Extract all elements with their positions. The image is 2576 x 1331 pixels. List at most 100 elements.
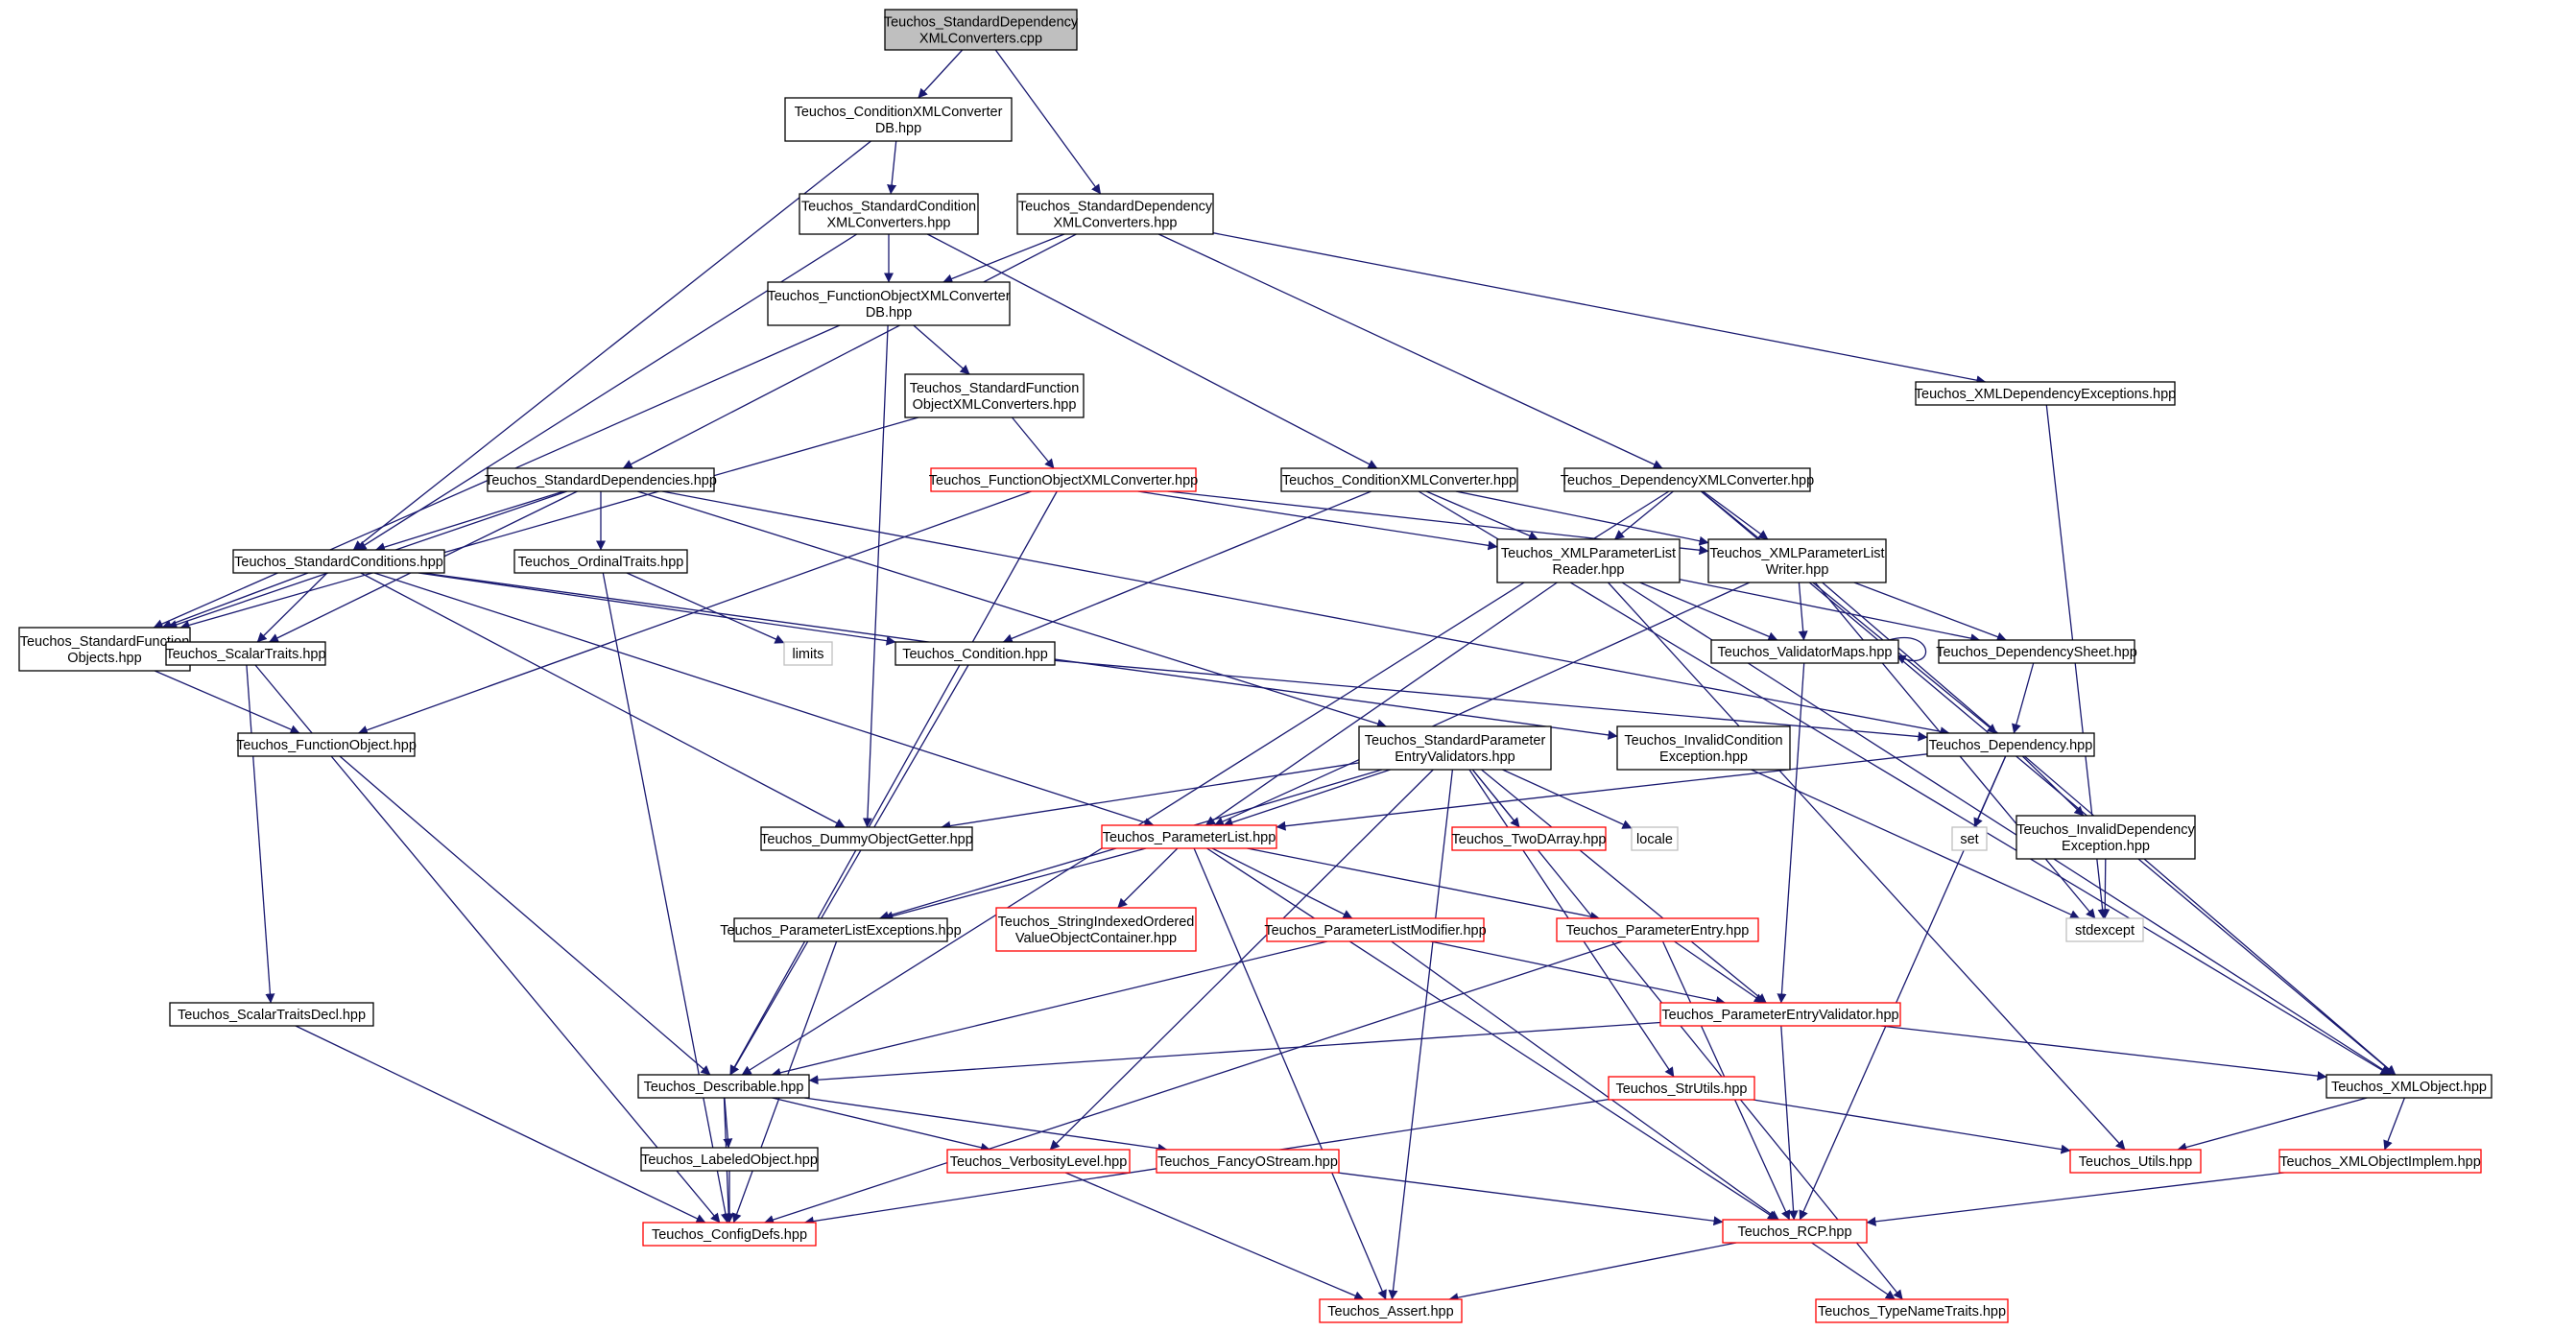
node-stddepxmlconv[interactable]: Teuchos_StandardDependencyXMLConverters.… (1016, 193, 1214, 235)
node-label: XMLConverters.hpp (1054, 216, 1178, 231)
node-box (637, 1074, 810, 1099)
node-paramentryval[interactable]: Teuchos_ParameterEntryValidator.hpp (1659, 1002, 1901, 1027)
node-box (2326, 1074, 2493, 1099)
node-scalartraitsdecl[interactable]: Teuchos_ScalarTraitsDecl.hpp (169, 1002, 374, 1027)
node-paramlist[interactable]: Teuchos_ParameterList.hpp (1101, 824, 1277, 849)
node-box (237, 732, 416, 757)
node-dummyobjgetter[interactable]: Teuchos_DummyObjectGetter.hpp (760, 826, 973, 851)
node-strutils[interactable]: Teuchos_StrUtils.hpp (1608, 1076, 1755, 1101)
node-label: Teuchos_XMLParameterList (1501, 546, 1676, 561)
node-fancyostream[interactable]: Teuchos_FancyOStream.hpp (1156, 1149, 1340, 1174)
node-stddeps[interactable]: Teuchos_StandardDependencies.hpp (485, 467, 717, 492)
node-condxmlconv[interactable]: Teuchos_ConditionXMLConverter.hpp (1280, 467, 1518, 492)
node-label: Teuchos_Assert.hpp (1327, 1304, 1453, 1319)
node-stdcondxmlconv[interactable]: Teuchos_StandardConditionXMLConverters.h… (799, 193, 979, 235)
edge-paramentryval-to-xmlobject (1880, 1025, 2327, 1081)
edge-condxmlconv-to-xmlplreader (1425, 490, 1538, 540)
node-stdconds[interactable]: Teuchos_StandardConditions.hpp (232, 549, 445, 574)
node-label: Teuchos_InvalidCondition (1624, 733, 1782, 749)
node-box (946, 1149, 1131, 1174)
node-describable[interactable]: Teuchos_Describable.hpp (637, 1074, 810, 1099)
node-box (487, 467, 715, 492)
edge-paramlist-to-paramentry (1247, 847, 1601, 922)
edge-depxmlconv-to-describable (741, 490, 1670, 1076)
node-depxmlconv[interactable]: Teuchos_DependencyXMLConverter.hpp (1561, 467, 1814, 492)
node-box (1496, 538, 1681, 583)
node-plexceptions[interactable]: Teuchos_ParameterListExceptions.hpp (720, 917, 962, 942)
node-box (1608, 1076, 1755, 1101)
node-label: Teuchos_VerbosityLevel.hpp (950, 1154, 1128, 1170)
node-xmlobject[interactable]: Teuchos_XMLObject.hpp (2326, 1074, 2493, 1099)
node-label: stdexcept (2075, 923, 2135, 939)
node-label: ObjectXMLConverters.hpp (913, 397, 1077, 413)
node-box (1938, 639, 2135, 664)
node-ordinaltraits[interactable]: Teuchos_OrdinalTraits.hpp (513, 549, 688, 574)
node-plmodifier[interactable]: Teuchos_ParameterListModifier.hpp (1264, 917, 1487, 942)
edge-funcobjxmlconv-to-xmlplreader (1137, 490, 1498, 551)
node-label: Teuchos_StandardFunction (20, 634, 190, 650)
node-box (1319, 1298, 1463, 1323)
edge-funcobjxmlconvdb-to-dummyobjgetter (862, 324, 889, 828)
edge-paramlist-to-plexceptions (883, 847, 1147, 921)
node-dependency[interactable]: Teuchos_Dependency.hpp (1926, 732, 2095, 757)
node-stdfuncobjxmlconv[interactable]: Teuchos_StandardFunctionObjectXMLConvert… (904, 373, 1085, 418)
node-stdparamentryval[interactable]: Teuchos_StandardParameterEntryValidators… (1358, 725, 1552, 771)
node-depsheet[interactable]: Teuchos_DependencySheet.hpp (1936, 639, 2137, 664)
node-utils[interactable]: Teuchos_Utils.hpp (2069, 1149, 2202, 1174)
node-funcobj[interactable]: Teuchos_FunctionObject.hpp (236, 732, 417, 757)
node-condition[interactable]: Teuchos_Condition.hpp (894, 641, 1056, 666)
node-scalartraits[interactable]: Teuchos_ScalarTraits.hpp (165, 641, 326, 666)
node-set: set (1951, 826, 1988, 851)
edge-stdfuncobjxmlconv-to-funcobjxmlconv (1011, 416, 1055, 469)
edge-paramentry-to-paramentryval (1674, 940, 1764, 1004)
node-assert[interactable]: Teuchos_Assert.hpp (1319, 1298, 1463, 1323)
node-rcp[interactable]: Teuchos_RCP.hpp (1722, 1219, 1868, 1244)
node-validatormaps[interactable]: Teuchos_ValidatorMaps.hpp (1710, 639, 1899, 664)
edge-paramentryval-to-rcp (1780, 1025, 1799, 1221)
node-typenametraits[interactable]: Teuchos_TypeNameTraits.hpp (1815, 1298, 2009, 1323)
node-configdefs[interactable]: Teuchos_ConfigDefs.hpp (642, 1222, 817, 1247)
node-label: Teuchos_DependencySheet.hpp (1936, 645, 2137, 660)
edge-condxmlconv-to-xmlobject (1418, 490, 2391, 1076)
edge-depsheet-to-dependency (2012, 662, 2035, 734)
node-label: Teuchos_ParameterList.hpp (1103, 830, 1276, 845)
edge-describable-to-labeledobj (723, 1097, 733, 1149)
edge-scalartraits-to-scalartraitsdecl (246, 664, 275, 1004)
edge-depxmlconv-to-xmlobject (1700, 490, 2397, 1076)
node-label: Teuchos_DummyObjectGetter.hpp (760, 832, 973, 847)
node-paramentry[interactable]: Teuchos_ParameterEntry.hpp (1556, 917, 1759, 942)
node-locale: locale (1631, 826, 1679, 851)
node-labeledobj[interactable]: Teuchos_LabeledObject.hpp (640, 1147, 819, 1172)
node-root[interactable]: Teuchos_StandardDependencyXMLConverters.… (884, 9, 1079, 51)
node-funcobjxmlconv[interactable]: Teuchos_FunctionObjectXMLConverter.hpp (929, 467, 1199, 492)
node-box (1556, 917, 1759, 942)
edge-plmodifier-to-paramentryval (1430, 940, 1726, 1006)
edge-paramlist-to-strindexed (1117, 847, 1179, 909)
node-verbositylevel[interactable]: Teuchos_VerbosityLevel.hpp (946, 1149, 1131, 1174)
node-label: Teuchos_TypeNameTraits.hpp (1818, 1304, 2006, 1319)
edge-condxmlconvdb-to-stdcondxmlconv (887, 140, 897, 195)
node-box (1266, 917, 1485, 942)
node-label: Writer.hpp (1766, 562, 1829, 578)
node-box (930, 467, 1197, 492)
node-box (884, 9, 1078, 51)
node-twodarray[interactable]: Teuchos_TwoDArray.hpp (1451, 826, 1607, 851)
edge-stdfuncobjs-to-funcobj (154, 670, 300, 734)
node-stdexcept: stdexcept (2065, 917, 2144, 942)
node-label: Teuchos_ValidatorMaps.hpp (1718, 645, 1893, 660)
node-strindexed[interactable]: Teuchos_StringIndexedOrderedValueObjectC… (995, 907, 1197, 952)
node-box (1631, 826, 1679, 851)
node-label: Teuchos_StandardDependency (1018, 200, 1213, 215)
edge-paramentryval-to-describable (808, 1021, 1661, 1085)
node-xmldepexc[interactable]: Teuchos_XMLDependencyExceptions.hpp (1915, 381, 2176, 406)
node-xmlobjimpl[interactable]: Teuchos_XMLObjectImplem.hpp (2278, 1149, 2482, 1174)
node-box (1707, 538, 1887, 583)
